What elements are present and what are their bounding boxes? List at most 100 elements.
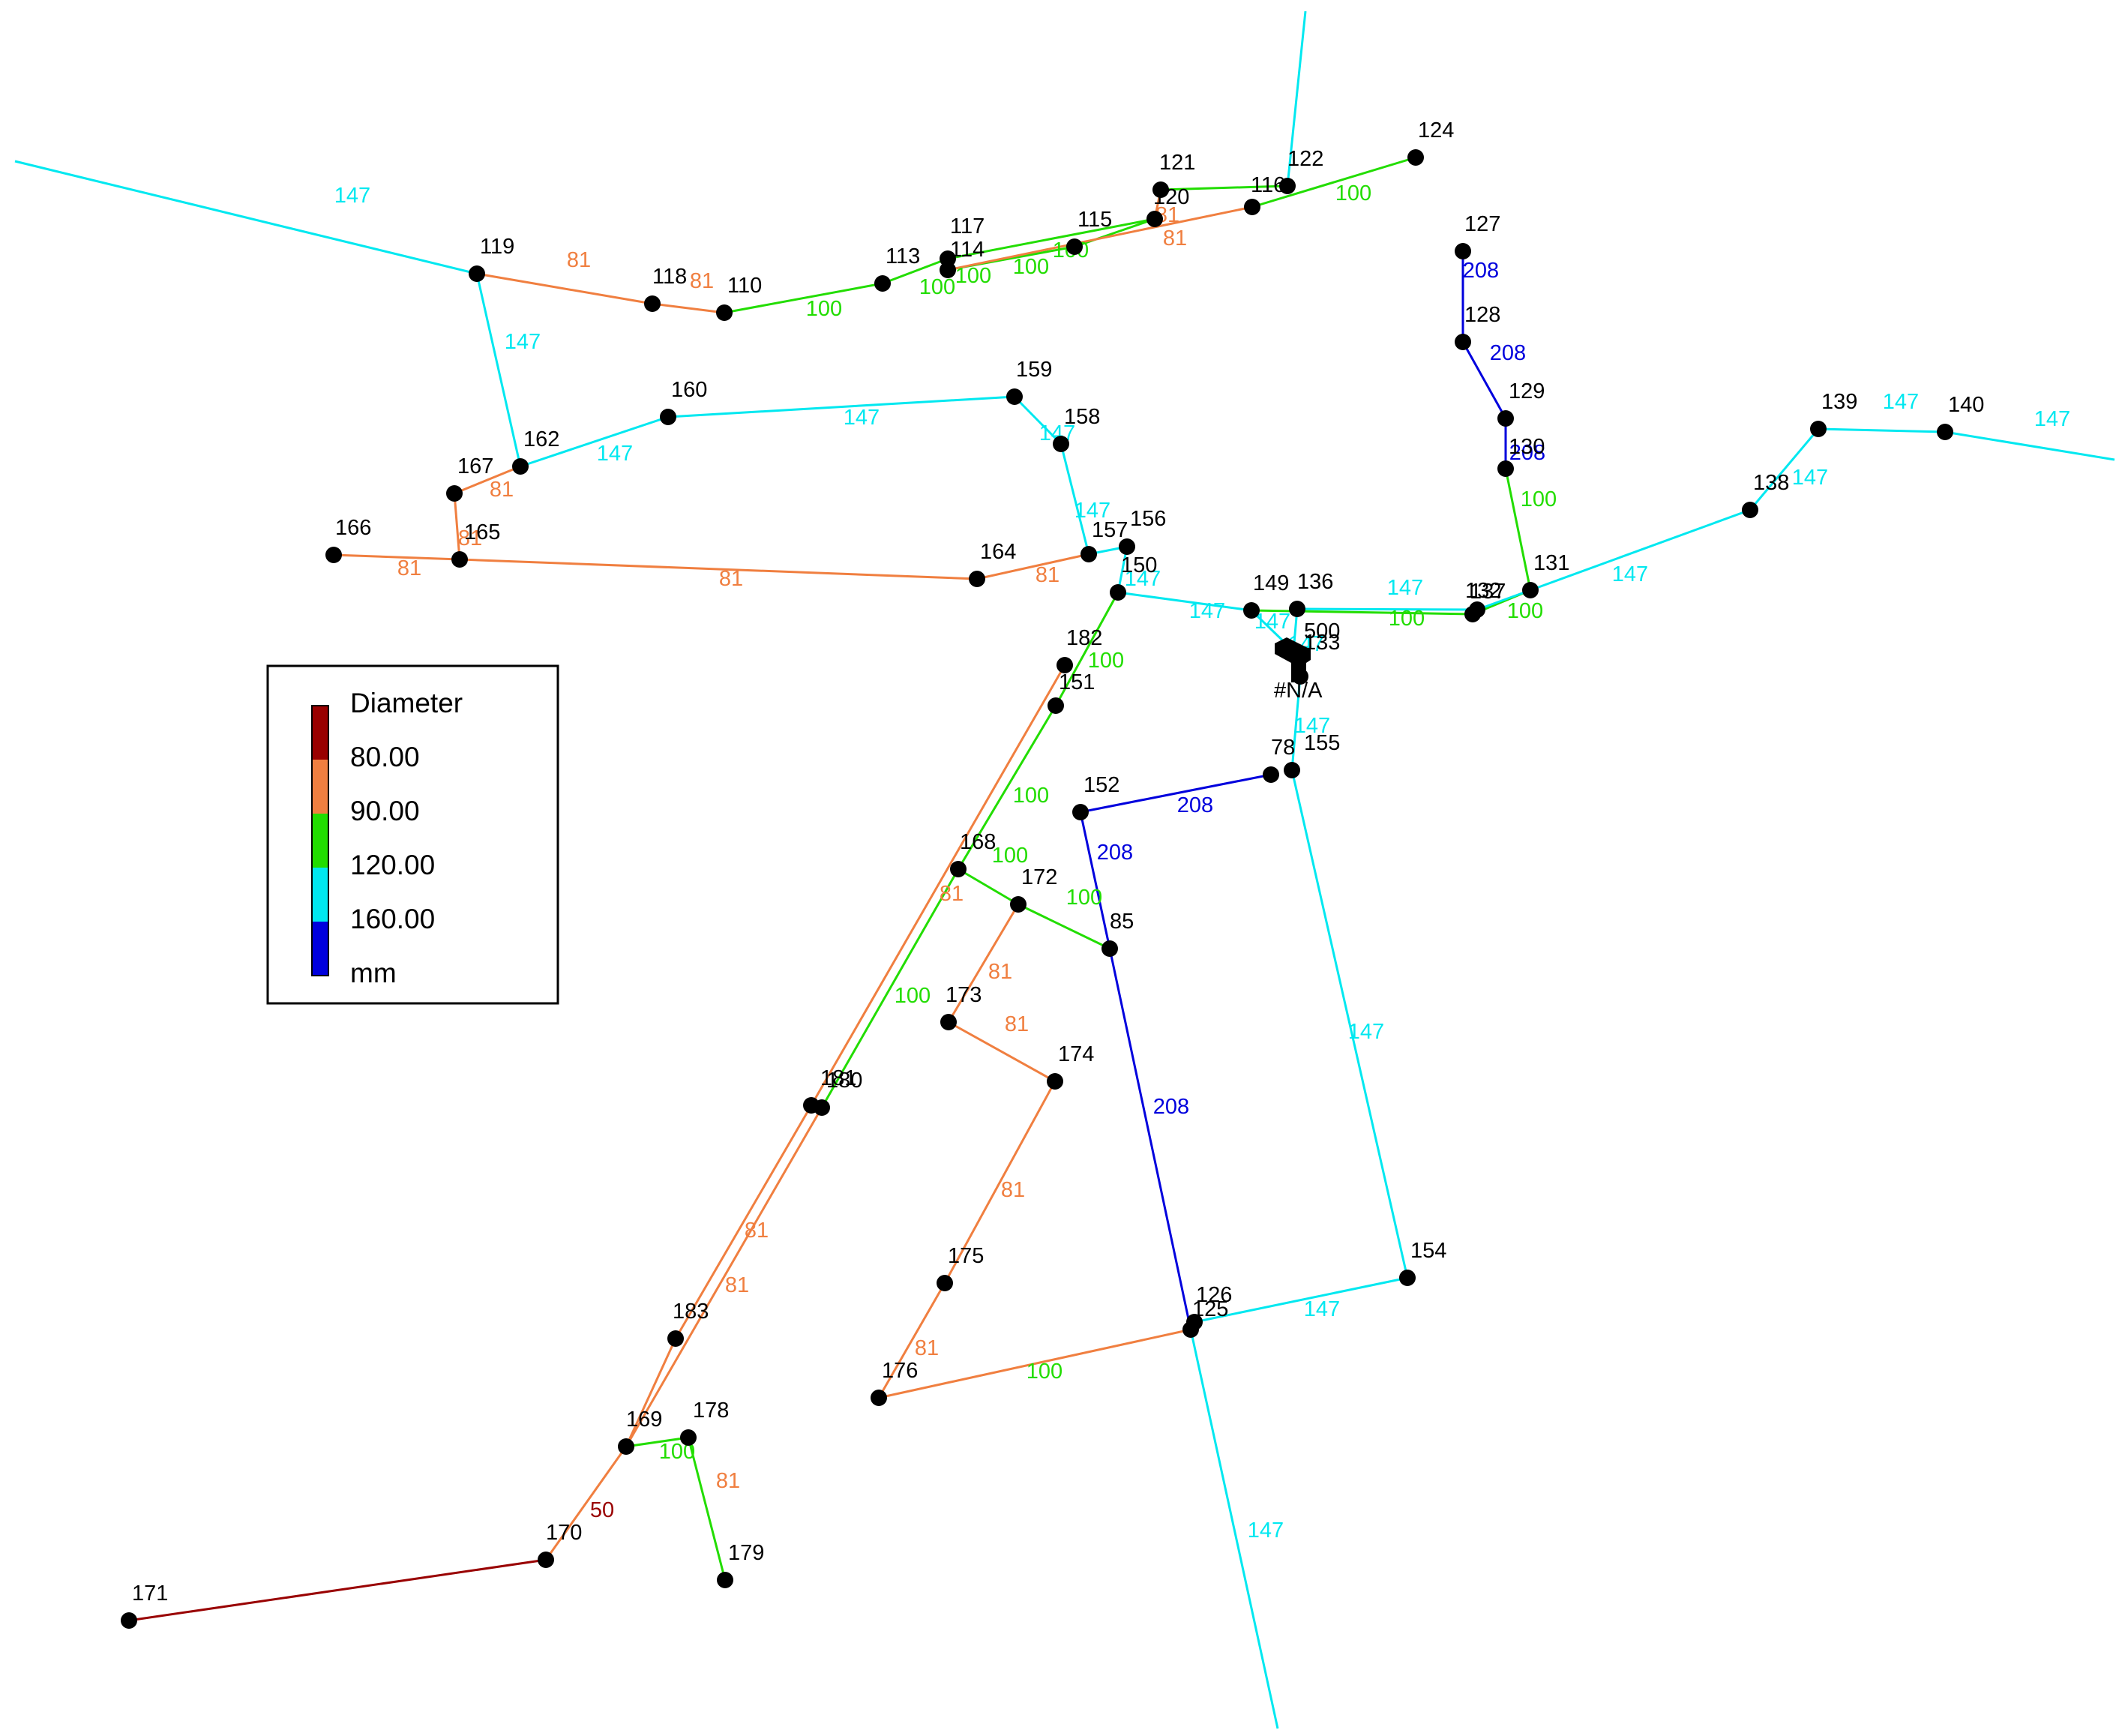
junction-156[interactable] [1119, 538, 1135, 555]
junction-179[interactable] [717, 1572, 733, 1588]
pipe-158-157 [1060, 443, 1090, 555]
pipe-181-183 [674, 1105, 813, 1339]
junction-125[interactable] [1182, 1321, 1199, 1338]
pipe-128-129 [1461, 341, 1507, 419]
junction-127[interactable] [1455, 243, 1471, 259]
pipe-175-176 [877, 1282, 946, 1399]
junction-178[interactable] [680, 1429, 697, 1446]
junction-128[interactable] [1455, 334, 1471, 350]
junction-121[interactable] [1152, 181, 1169, 198]
junction-162[interactable] [512, 458, 529, 475]
junction-78[interactable] [1263, 766, 1279, 783]
junction-167[interactable] [446, 485, 463, 502]
junction-165[interactable] [451, 551, 468, 568]
pipe-160-159 [667, 395, 1015, 418]
pipe-diameter-label: 100 [895, 984, 931, 1008]
junction-159[interactable] [1006, 388, 1023, 405]
junction-131[interactable] [1522, 582, 1539, 598]
junction-170[interactable] [538, 1552, 554, 1568]
pipe-diameter-label: 208 [1509, 441, 1545, 465]
junction-183[interactable] [667, 1330, 684, 1347]
junction-176[interactable] [871, 1390, 887, 1406]
junction-139[interactable] [1810, 421, 1827, 437]
junction-154[interactable] [1399, 1270, 1416, 1286]
junction-158[interactable] [1053, 436, 1069, 452]
junction-label: 165 [464, 520, 500, 544]
junction-157[interactable] [1080, 546, 1097, 562]
junction-166[interactable] [325, 547, 342, 563]
junction-115[interactable] [1066, 238, 1083, 255]
pipe-diameter-label: 100 [992, 844, 1028, 868]
junction-150[interactable] [1110, 584, 1126, 601]
junction-120[interactable] [1146, 211, 1163, 227]
junction-180[interactable] [814, 1099, 830, 1116]
junction-label: 125 [1192, 1297, 1228, 1321]
junction-160[interactable] [660, 409, 676, 425]
junction-173[interactable] [940, 1014, 957, 1030]
pipes-layer [14, 10, 2115, 1729]
junction-164[interactable] [969, 571, 985, 587]
junction-label: 151 [1059, 670, 1095, 694]
junction-117[interactable] [940, 250, 956, 267]
pipe-183-169 [625, 1338, 677, 1447]
junction-175[interactable] [937, 1275, 953, 1291]
junction-174[interactable] [1047, 1073, 1063, 1090]
pipe-155-154 [1290, 769, 1409, 1279]
junction-118[interactable] [644, 295, 661, 312]
junction-label: 168 [960, 830, 996, 854]
junction-label: 132 [1465, 579, 1501, 603]
junction-label: 169 [626, 1408, 662, 1432]
legend-break-4: 160.00 [350, 904, 435, 934]
junction-155[interactable] [1284, 762, 1300, 778]
pipe-119-162 [475, 273, 522, 467]
junction-110[interactable] [716, 304, 733, 321]
junction-171[interactable] [121, 1612, 137, 1629]
junction-129[interactable] [1497, 410, 1514, 427]
pipe-165-164 [459, 558, 978, 580]
junction-137[interactable] [1469, 601, 1485, 618]
junction-168[interactable] [950, 861, 967, 877]
pipe-138-139 [1749, 428, 1820, 511]
junction-label: 150 [1121, 553, 1157, 577]
junction-116[interactable] [1244, 199, 1260, 215]
pipe-diameter-label: 147 [2034, 407, 2070, 431]
junction-136[interactable] [1289, 601, 1305, 617]
junction-85[interactable] [1101, 940, 1118, 957]
pipe-diameter-label: 81 [690, 269, 714, 293]
pipe-diameter-label: 81 [567, 248, 591, 272]
junction-124[interactable] [1407, 149, 1424, 166]
junction-label: 183 [673, 1300, 709, 1324]
pipe-diameter-label: 81 [490, 478, 514, 502]
junction-182[interactable] [1057, 657, 1073, 673]
pipe-diameter-label: 100 [806, 297, 842, 321]
junction-169[interactable] [618, 1438, 634, 1455]
junction-151[interactable] [1048, 697, 1064, 714]
junction-149[interactable] [1243, 602, 1260, 619]
junction-label: 126 [1196, 1283, 1232, 1307]
junction-172[interactable] [1010, 896, 1027, 913]
pipe-140-edge-e [1944, 430, 2115, 461]
junction-label: 162 [523, 427, 559, 451]
pipe-162-160 [520, 415, 669, 468]
junction-113[interactable] [874, 275, 891, 292]
junction-label: 118 [652, 265, 687, 289]
pipe-172-173 [947, 904, 1020, 1023]
junction-130[interactable] [1497, 460, 1514, 477]
junction-label: 133 [1304, 631, 1340, 655]
junction-label: 124 [1418, 118, 1454, 142]
junction-label: 157 [1092, 518, 1128, 542]
junction-138[interactable] [1742, 502, 1758, 518]
legend-break-1: 80.00 [350, 742, 420, 772]
junction-140[interactable] [1937, 424, 1953, 440]
junction-119[interactable] [469, 265, 485, 282]
junction-label: 159 [1016, 358, 1052, 382]
junction-label: 138 [1753, 471, 1789, 495]
junction-122[interactable] [1279, 178, 1296, 194]
junction-label: 174 [1058, 1042, 1094, 1066]
junction-label: 152 [1083, 773, 1119, 797]
pipe-diameter-label: 147 [1792, 466, 1828, 490]
junction-152[interactable] [1072, 804, 1089, 820]
pipe-diameter-label: 147 [505, 330, 541, 354]
pipe-diameter-label: 100 [1389, 607, 1425, 631]
